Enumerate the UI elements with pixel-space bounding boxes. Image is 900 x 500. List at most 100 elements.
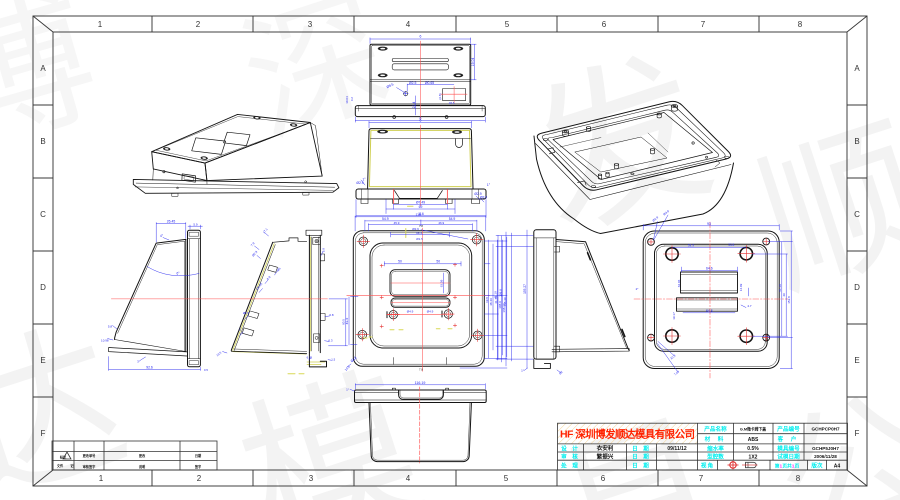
svg-text:说明: 说明 [139,464,146,469]
svg-text:C: C [854,210,860,219]
svg-text:Ø2.9: Ø2.9 [356,181,363,185]
svg-text:2: 2 [196,20,201,29]
svg-text:记: 记 [70,463,74,468]
svg-text:54.9: 54.9 [382,217,389,221]
svg-text:41.19: 41.19 [493,291,497,299]
svg-text:155.27: 155.27 [523,284,527,294]
svg-text:签字: 签字 [194,464,202,469]
svg-text:Ø1.5: Ø1.5 [416,237,423,241]
svg-text:7.9: 7.9 [250,241,256,247]
svg-text:5: 5 [504,474,509,483]
svg-text:2°: 2° [636,287,640,291]
svg-text:3°: 3° [137,360,141,364]
svg-text:61.19: 61.19 [778,284,782,292]
svg-text:B: B [40,137,45,146]
svg-text:审 核: 审 核 [561,452,580,460]
svg-text:7.8: 7.8 [419,224,423,228]
svg-text:A4: A4 [834,463,841,469]
svg-text:1°: 1° [487,183,491,187]
svg-text:Ø0.65: Ø0.65 [425,81,434,85]
svg-text:8.9: 8.9 [266,275,272,281]
svg-text:153.8: 153.8 [787,296,791,304]
svg-text:4.7: 4.7 [747,304,752,308]
svg-text:ABS: ABS [748,437,759,443]
svg-text:5.9: 5.9 [322,248,326,253]
svg-text:6.35: 6.35 [307,355,313,359]
svg-text:F: F [855,429,860,438]
svg-text:发: 发 [511,29,731,262]
svg-text:Ø2.9: Ø2.9 [350,355,358,363]
svg-text:审核签字: 审核签字 [83,464,97,469]
svg-text:5: 5 [239,328,241,332]
svg-text:7.09: 7.09 [673,369,680,376]
svg-text:49: 49 [782,293,786,297]
svg-text:具: 具 [531,389,751,500]
svg-text:1°: 1° [521,369,525,373]
svg-text:10.5: 10.5 [215,350,222,357]
svg-text:缩水率: 缩水率 [707,444,724,452]
svg-text:60.5: 60.5 [342,319,346,325]
svg-text:108.9: 108.9 [499,289,503,297]
svg-text:50: 50 [398,260,402,264]
svg-text:文件: 文件 [57,463,64,468]
svg-text:6: 6 [602,20,607,29]
svg-text:7.8: 7.8 [419,367,423,371]
svg-text:6.3: 6.3 [328,339,333,343]
svg-text:博: 博 [0,0,113,175]
svg-text:Ø2.9: Ø2.9 [412,227,419,231]
svg-text:19.8: 19.8 [485,297,489,303]
svg-text:48.49: 48.49 [489,298,493,306]
svg-text:8: 8 [796,474,801,483]
svg-text:41.5: 41.5 [345,318,349,325]
svg-text:5.8: 5.8 [108,324,113,328]
svg-text:6°: 6° [176,272,180,276]
svg-text:客 户: 客 户 [777,435,800,443]
svg-text:D: D [40,283,46,292]
svg-text:4: 4 [406,474,411,483]
svg-text:17.1: 17.1 [262,227,269,234]
svg-text:繁振兴: 繁振兴 [596,452,614,460]
svg-text:46.9: 46.9 [438,221,444,225]
svg-text:更改单号: 更改单号 [83,453,97,458]
svg-text:产品编号: 产品编号 [777,425,800,433]
svg-text:4°: 4° [160,234,164,238]
svg-text:64.6: 64.6 [706,309,713,313]
svg-text:6: 6 [420,35,422,39]
svg-text:日期: 日期 [195,453,202,458]
svg-text:日 期: 日 期 [632,461,651,469]
svg-text:1: 1 [99,474,104,483]
svg-text:Ø3.9: Ø3.9 [480,196,487,200]
svg-text:顺: 顺 [738,99,900,319]
svg-text:6: 6 [601,474,606,483]
svg-text:衣安利: 衣安利 [597,444,614,452]
svg-text:26.45: 26.45 [167,219,176,223]
svg-text:45.9: 45.9 [394,221,400,225]
svg-text:Ø2: Ø2 [558,370,564,376]
svg-text:Ø4.9: Ø4.9 [407,310,414,314]
svg-text:0.8: 0.8 [329,313,334,317]
svg-text:1°: 1° [346,387,350,391]
svg-text:A: A [40,64,46,73]
svg-text:09/11/12: 09/11/12 [667,446,686,452]
svg-text:10.9: 10.9 [344,365,351,372]
svg-text:3: 3 [309,474,314,483]
svg-text:第1页共1页: 第1页共1页 [775,462,800,469]
svg-text:设 计: 设 计 [561,444,580,452]
svg-text:Ø8.5: Ø8.5 [386,82,394,89]
svg-text:日 期: 日 期 [632,452,651,460]
svg-text:1X2: 1X2 [749,454,758,460]
svg-text:E: E [40,356,45,365]
svg-text:18.6: 18.6 [449,101,455,105]
svg-text:33.5: 33.5 [728,243,734,247]
svg-text:GCHP5J0H7: GCHP5J0H7 [812,446,839,451]
svg-text:8: 8 [798,20,803,29]
svg-text:D: D [854,283,860,292]
svg-text:1: 1 [98,20,103,29]
svg-text:1°: 1° [362,178,366,182]
svg-text:日 期: 日 期 [632,444,651,452]
svg-text:2: 2 [197,474,202,483]
svg-text:64.6: 64.6 [706,267,713,271]
svg-text:7: 7 [699,474,704,483]
svg-text:2006/11/28: 2006/11/28 [814,454,837,459]
svg-text:19.17: 19.17 [672,312,676,320]
